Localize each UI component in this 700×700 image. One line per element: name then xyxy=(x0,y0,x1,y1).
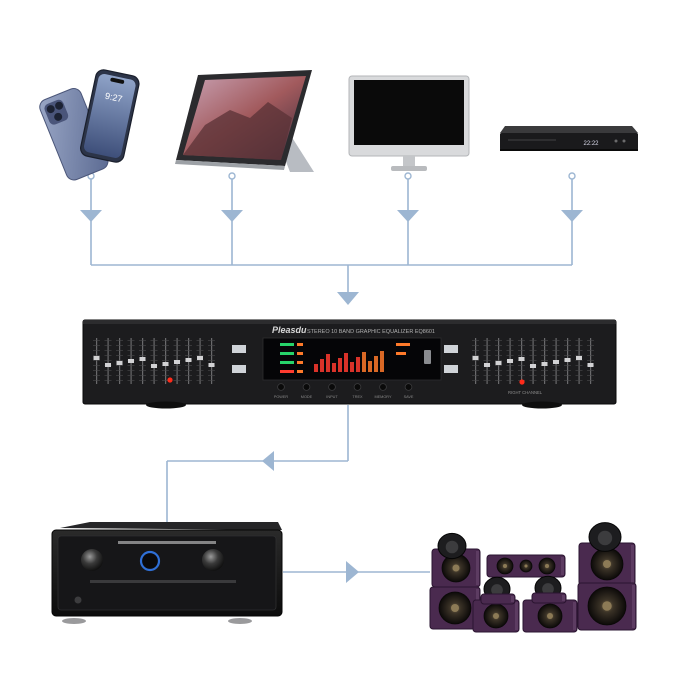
eq-button-input xyxy=(328,383,336,391)
slider-knob xyxy=(162,362,169,366)
slider-knob xyxy=(472,356,479,360)
slider-track xyxy=(475,338,477,384)
tablet xyxy=(175,70,314,172)
connector-lines xyxy=(90,176,573,573)
slider-knob xyxy=(576,356,582,360)
slider-knob xyxy=(105,363,111,367)
slider-track xyxy=(165,338,167,384)
speaker-front-left xyxy=(431,548,481,588)
arrow-icon xyxy=(80,210,583,583)
phone-clock: 9:27 xyxy=(104,91,123,104)
slider-track xyxy=(590,338,592,384)
eq-brand: Pleasdu xyxy=(272,325,307,335)
speaker-bottom-left xyxy=(472,599,520,633)
graphic-equalizer: Pleasdu STEREO 10 BAND GRAPHIC EQUALIZER… xyxy=(82,319,617,409)
smartphones: 9:27 xyxy=(39,69,140,181)
eq-button-label: SAVE xyxy=(404,395,414,399)
left-channel-led xyxy=(167,377,173,383)
slider-knob xyxy=(93,356,100,360)
slider-knob xyxy=(128,359,134,363)
eq-button-label: POWER xyxy=(274,395,289,399)
slider-knob xyxy=(139,357,146,361)
slider-knob xyxy=(530,364,536,368)
slider-knob xyxy=(185,358,192,362)
eq-button-save xyxy=(404,383,413,391)
slider-knob xyxy=(507,359,513,363)
right-slider-bank xyxy=(472,338,594,384)
input-knob xyxy=(202,549,224,571)
slider-knob xyxy=(174,360,180,364)
slider-knob xyxy=(116,361,123,365)
eq-button-label: TREX xyxy=(352,395,363,399)
slider-knob xyxy=(197,356,203,360)
connector-dots xyxy=(87,172,576,180)
right-channel-label: RIGHT CHANNEL xyxy=(508,390,543,395)
speaker-bottom-right xyxy=(522,599,578,633)
slider-track xyxy=(96,338,98,384)
eq-button-memory xyxy=(379,383,387,391)
volume-knob xyxy=(81,549,103,571)
left-slider-bank xyxy=(93,338,215,384)
slider-track xyxy=(107,338,109,384)
slider-knob xyxy=(553,360,559,364)
slider-track xyxy=(211,338,213,384)
slider-track xyxy=(544,338,546,384)
speaker-pod-base-right xyxy=(531,592,567,604)
slider-knob xyxy=(564,358,571,362)
slider-track xyxy=(153,338,155,384)
speaker-set xyxy=(429,522,637,633)
av-receiver xyxy=(51,522,283,624)
slider-knob xyxy=(484,363,490,367)
slider-knob xyxy=(495,361,502,365)
slider-track xyxy=(578,338,580,384)
slider-knob xyxy=(587,363,594,367)
slider-track xyxy=(532,338,534,384)
eq-button-power xyxy=(277,383,285,391)
eq-button-row: POWER MODE INPUT TREX MEMORY SAVE xyxy=(274,383,414,399)
eq-button-trex xyxy=(353,383,362,391)
slider-track xyxy=(486,338,488,384)
eq-model: STEREO 10 BAND GRAPHIC EQUALIZER EQ8601 xyxy=(307,329,435,335)
speaker-center xyxy=(486,554,566,578)
player-display: 22:22 xyxy=(583,141,599,147)
eq-button-label: MEMORY xyxy=(374,395,391,399)
eq-display xyxy=(280,343,410,373)
speaker-pod-base-left xyxy=(480,593,516,605)
receiver-display-ring xyxy=(139,550,161,572)
eq-button-label: MODE xyxy=(301,395,313,399)
subwoofer-right xyxy=(577,582,637,631)
slider-knob xyxy=(208,363,215,367)
slider-knob xyxy=(541,362,548,366)
slider-knob xyxy=(151,364,157,368)
speaker-front-right xyxy=(578,542,636,586)
eq-button-label: INPUT xyxy=(326,395,338,399)
monitor xyxy=(348,75,470,171)
slider-track xyxy=(199,338,201,384)
slider-knob xyxy=(518,357,525,361)
eq-button-mode xyxy=(302,383,311,391)
bluray-player: 22:22 xyxy=(500,126,638,151)
right-channel-led xyxy=(519,379,525,385)
